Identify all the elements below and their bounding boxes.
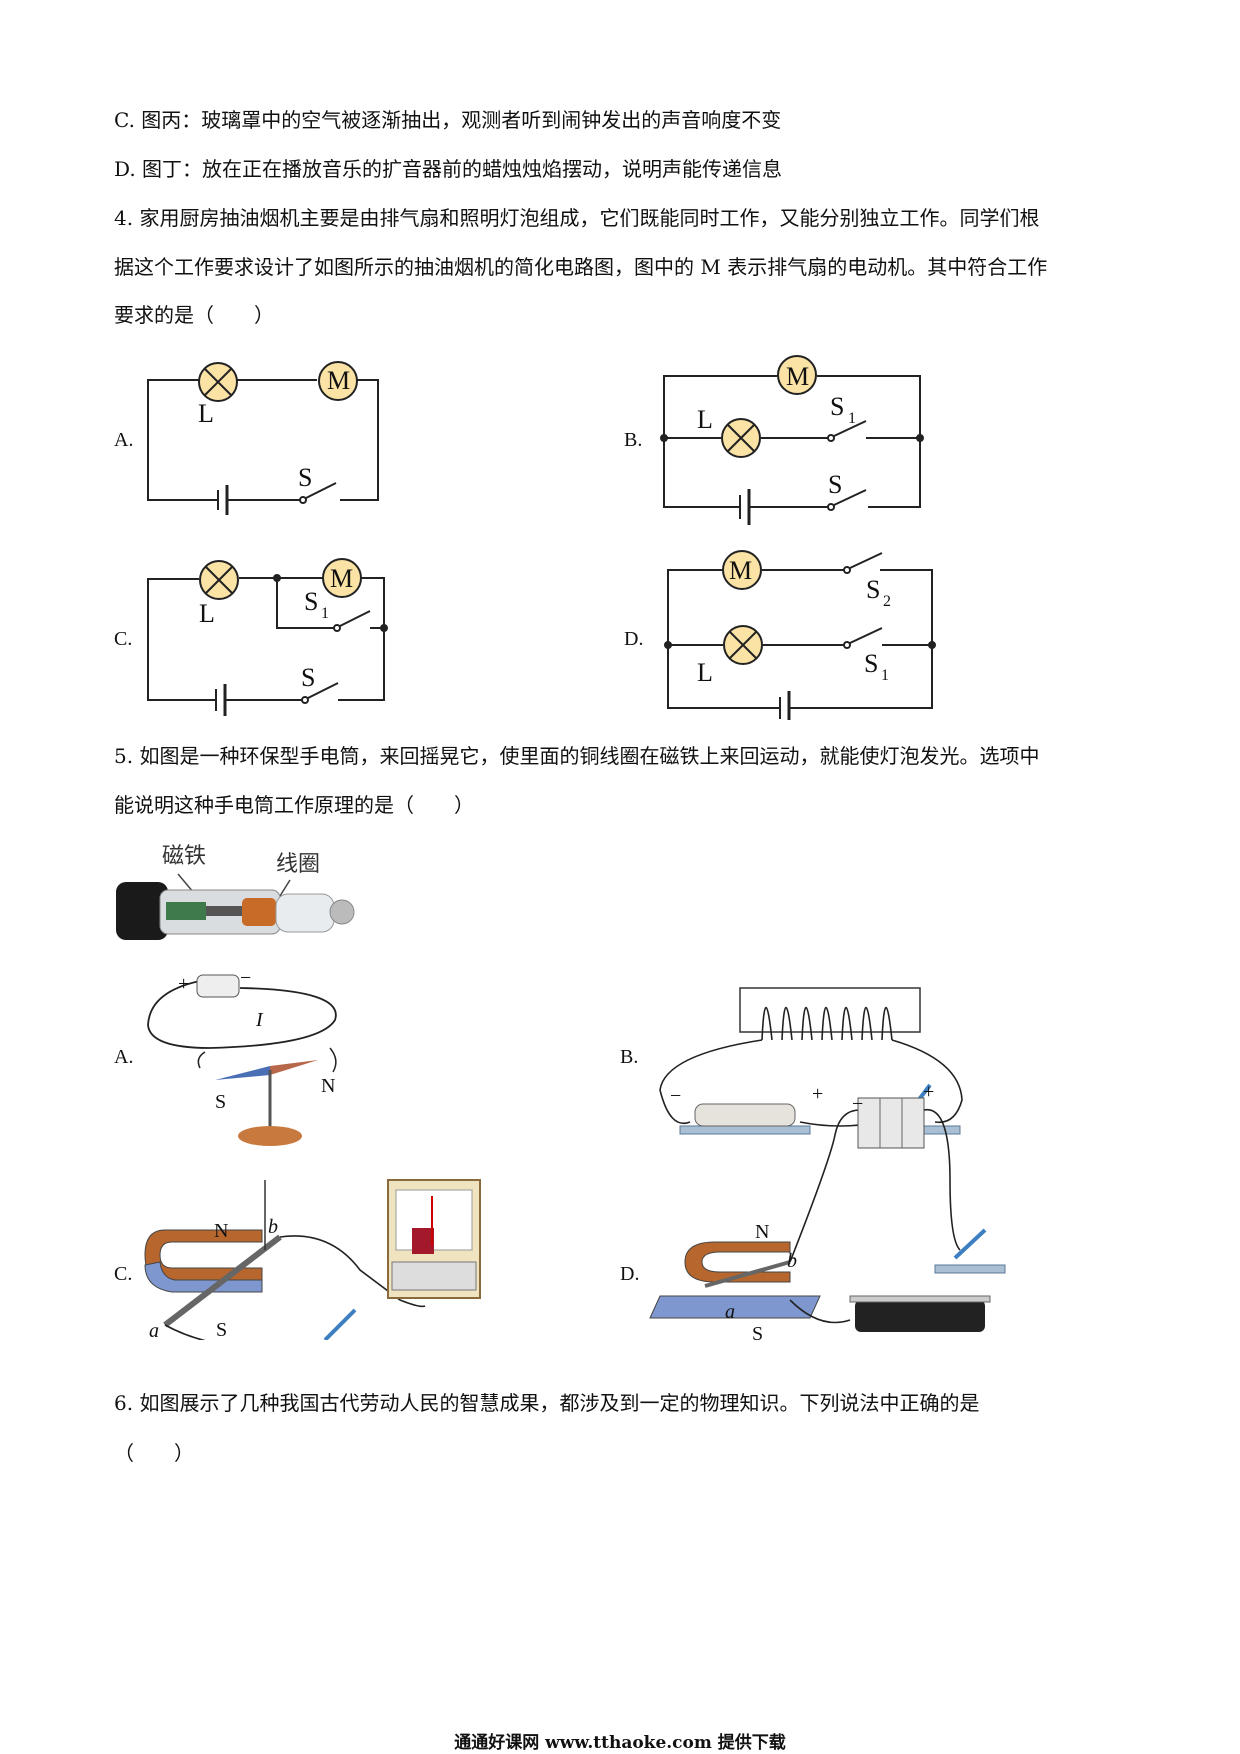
- switch-s2-subscript: 2: [883, 593, 891, 610]
- oersted-experiment: [147, 974, 337, 1146]
- wire-b-label: b: [787, 1250, 797, 1272]
- circuit-c: [147, 558, 385, 716]
- switch-s1-label: S: [864, 649, 878, 678]
- option-d-text: D. 图丁：放在正在播放音乐的扩音器前的蜡烛烛焰摆动，说明声能传递信息: [114, 157, 783, 181]
- motor-principle-experiment: [649, 1097, 1006, 1332]
- battery-minus: −: [240, 967, 251, 989]
- magnet-n-label: N: [214, 1220, 228, 1242]
- question-6-line1: 6. 如图展示了几种我国古代劳动人民的智慧成果，都涉及到一定的物理知识。下列说法…: [114, 1391, 980, 1415]
- battery-plus: +: [178, 973, 189, 995]
- option-b-label: B.: [624, 429, 642, 451]
- motor-m-label: M: [729, 556, 752, 585]
- lamp-l-label: L: [697, 405, 713, 434]
- option-a-label: A.: [114, 1046, 133, 1068]
- switch-s1-subscript: 1: [881, 667, 889, 684]
- induction-experiment: [144, 1179, 481, 1340]
- current-i-label: I: [255, 1009, 264, 1031]
- magnet-caption: 磁铁: [162, 844, 207, 869]
- option-d-label: D.: [620, 1263, 639, 1285]
- lamp-l-label: L: [199, 599, 215, 628]
- wire-a-label: a: [149, 1320, 159, 1340]
- battery-plus: +: [923, 1081, 934, 1103]
- question-4-circuits: A. L M S B. M L S 1 S C. L M S 1 S D. M …: [114, 355, 936, 720]
- question-5-line2: 能说明这种手电筒工作原理的是（ ）: [114, 793, 474, 817]
- motor-m-label: M: [786, 362, 809, 391]
- magnet-s-label: S: [216, 1319, 227, 1340]
- magnet-n-label: N: [755, 1221, 769, 1243]
- switch-s-label: S: [828, 470, 842, 499]
- flashlight-photo: [116, 873, 355, 940]
- option-c-text: C. 图丙：玻璃罩中的空气被逐渐抽出，观测者听到闹钟发出的声音响度不变: [114, 108, 782, 132]
- needle-s-label: S: [215, 1091, 226, 1113]
- wire-b-label: b: [268, 1216, 278, 1238]
- battery-minus: −: [670, 1085, 681, 1107]
- battery-minus: −: [852, 1093, 863, 1115]
- lamp-l-label: L: [198, 399, 214, 428]
- lamp-l-label: L: [697, 658, 713, 687]
- switch-s1-label: S: [830, 392, 844, 421]
- circuit-d: [667, 550, 933, 720]
- battery-plus: +: [812, 1083, 823, 1105]
- option-a-label: A.: [114, 429, 133, 451]
- magnet-s-label: S: [752, 1323, 763, 1340]
- question-5-line1: 5. 如图是一种环保型手电筒，来回摇晃它，使里面的铜线圈在磁铁上来回运动，就能使…: [114, 744, 1040, 768]
- wire-a-label: a: [725, 1301, 735, 1323]
- question-5-options: A. B. C. D. + − I S N: [114, 967, 1006, 1340]
- option-b-label: B.: [620, 1046, 638, 1068]
- question-4-line2: 据这个工作要求设计了如图所示的抽油烟机的简化电路图，图中的 M 表示排气扇的电动…: [114, 255, 1048, 279]
- question-6-line2: （ ）: [114, 1441, 194, 1465]
- page-footer: 通通好课网 www.tthaoke.com 提供下载: [454, 1733, 786, 1753]
- switch-s-label: S: [301, 663, 315, 692]
- needle-n-label: N: [321, 1075, 335, 1097]
- motor-m-label: M: [330, 564, 353, 593]
- circuit-a: [147, 361, 379, 515]
- question-4-line3: 要求的是（ ）: [114, 303, 274, 327]
- question-4-line1: 4. 家用厨房抽油烟机主要是由排气扇和照明灯泡组成，它们既能同时工作，又能分别独…: [114, 206, 1040, 230]
- option-c-label: C.: [114, 1263, 132, 1285]
- switch-s1-subscript: 1: [321, 605, 329, 622]
- switch-s2-label: S: [866, 575, 880, 604]
- option-c-label: C.: [114, 628, 132, 650]
- switch-s1-subscript: 1: [848, 410, 856, 427]
- option-d-label: D.: [624, 628, 643, 650]
- coil-caption: 线圈: [276, 852, 321, 877]
- motor-m-label: M: [327, 366, 350, 395]
- switch-s1-label: S: [304, 587, 318, 616]
- switch-s-label: S: [298, 463, 312, 492]
